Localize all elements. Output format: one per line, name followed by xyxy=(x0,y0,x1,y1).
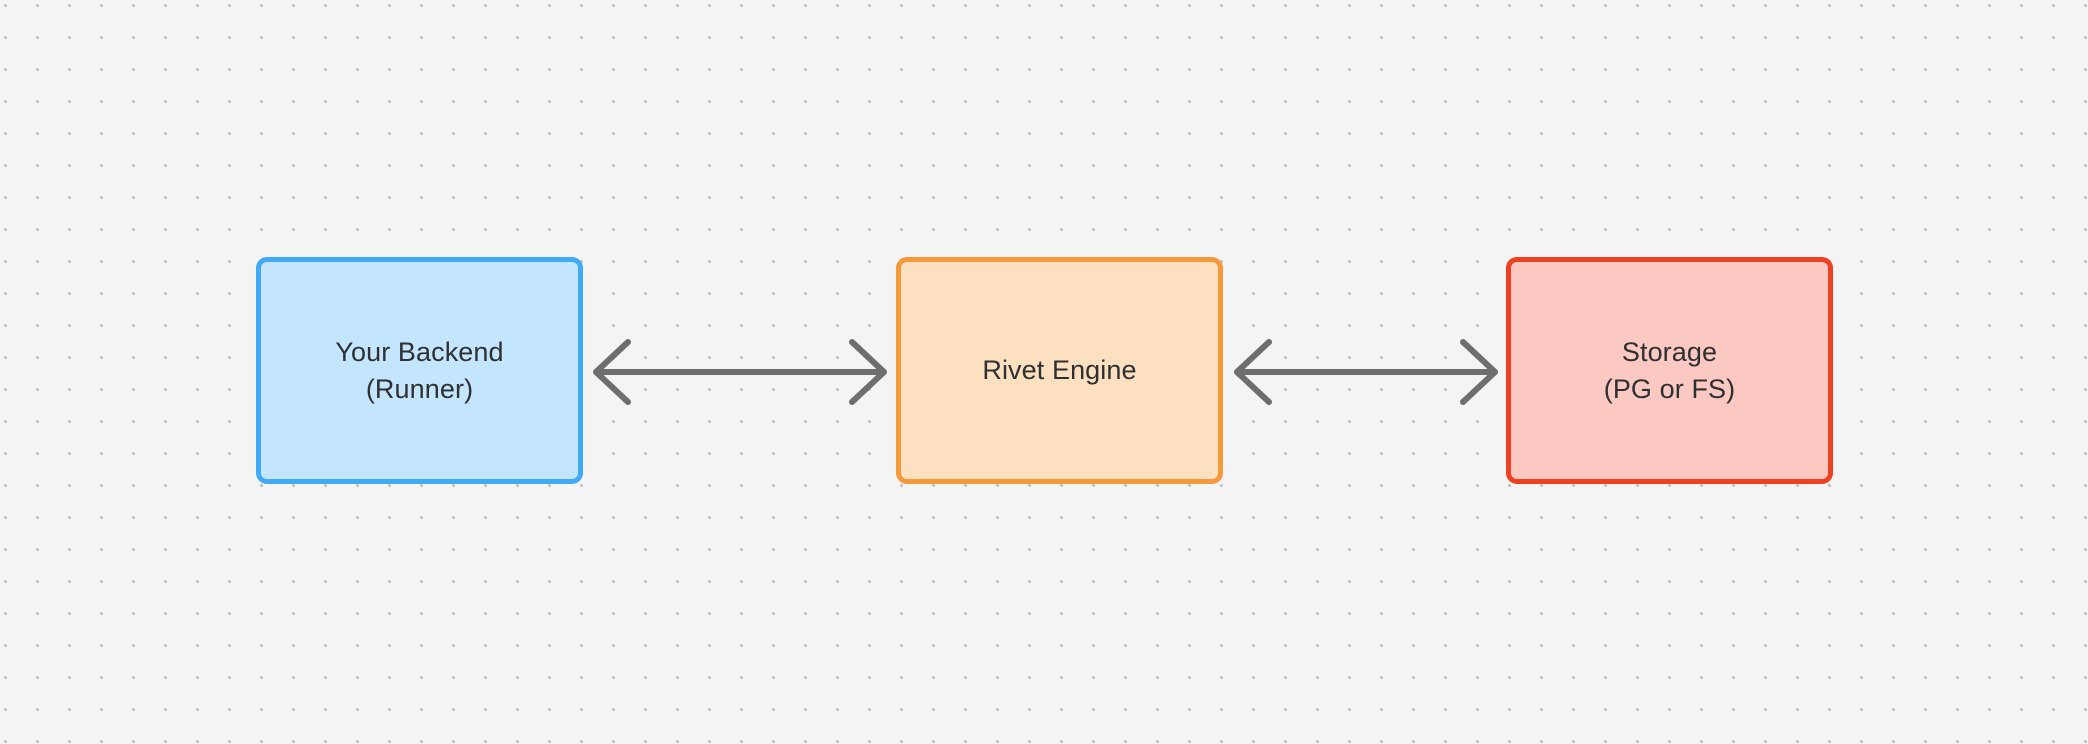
bidirectional-arrow-icon xyxy=(593,339,887,405)
node-storage[interactable]: Storage (PG or FS) xyxy=(1506,257,1833,484)
node-storage-label-line-1: Storage xyxy=(1621,336,1718,367)
connector-backend-to-engine[interactable] xyxy=(590,334,890,410)
bidirectional-arrow-icon xyxy=(1234,339,1498,405)
node-rivet-engine-label-line-1: Rivet Engine xyxy=(982,355,1137,385)
connector-engine-to-storage[interactable] xyxy=(1231,334,1501,410)
node-your-backend-label-line-2: (Runner) xyxy=(365,373,474,404)
node-your-backend[interactable]: Your Backend (Runner) xyxy=(256,257,583,484)
node-storage-label-line-2: (PG or FS) xyxy=(1603,373,1736,404)
node-your-backend-label-line-1: Your Backend xyxy=(335,336,504,367)
node-rivet-engine[interactable]: Rivet Engine xyxy=(896,257,1223,484)
